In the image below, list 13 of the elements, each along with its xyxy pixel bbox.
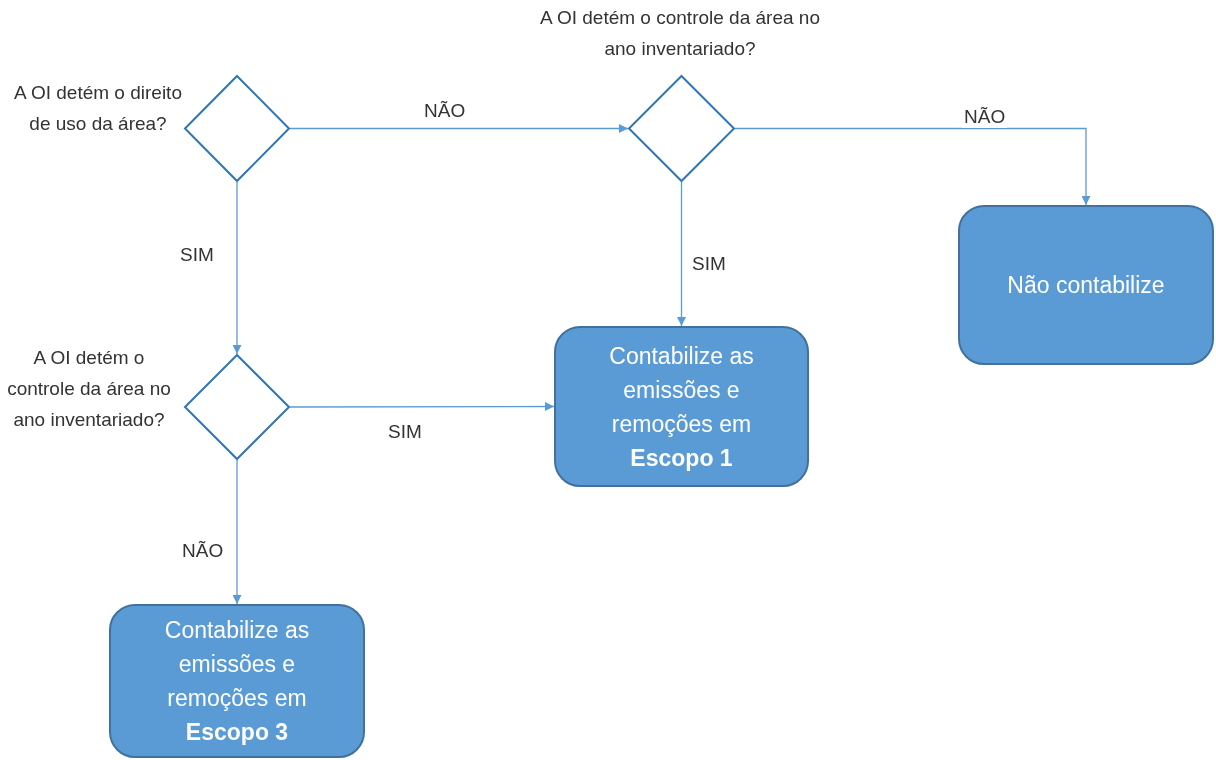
decision-question: A OI detém o controle da área no ano inventariado? [6,346,172,432]
arrow [289,124,629,133]
decision-question: A OI detém o direito de uso da área? [13,81,183,136]
outcome-text: Contabilize as emissões e remoções em Escopo 3 [163,616,311,747]
outcome-text: Não contabilize [1006,271,1166,300]
arrow [232,459,242,605]
decision-question: A OI detém o controle da área no ano inventariado? [539,6,821,61]
outcome-text: Contabilize as emissões e remoções em Escopo 1 [608,341,755,473]
arrow [677,181,686,327]
edge-label: NÃO [962,106,1008,128]
arrow [734,127,1091,206]
arrow [232,181,242,355]
arrow [289,402,555,411]
